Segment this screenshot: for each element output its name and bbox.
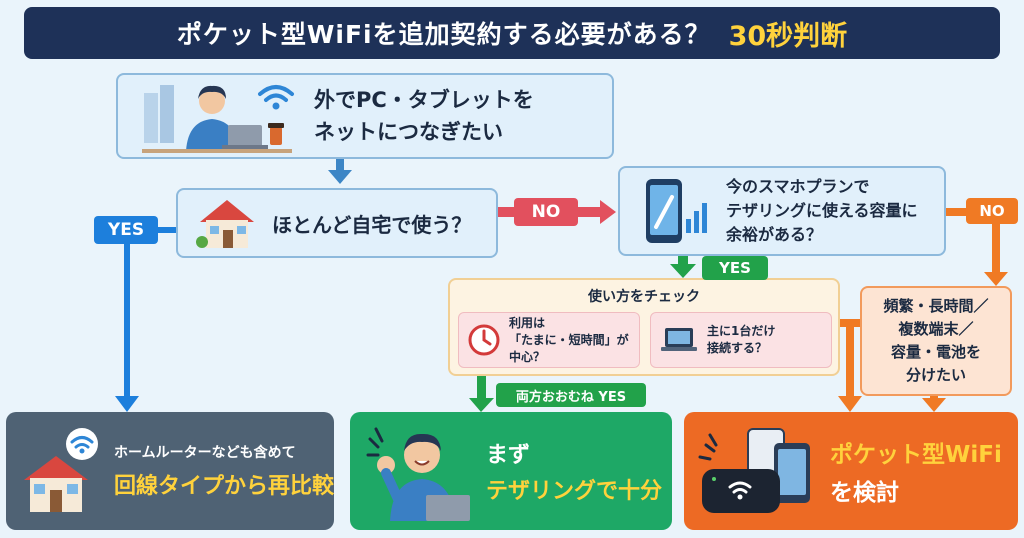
node-usage-check: 使い方をチェック 利用は 「たまに・短時間」が 中心？ 主に1台だけ 接続する？ <box>448 278 840 376</box>
result-router-small: ホームルーターなども含めて <box>114 445 296 461</box>
node-start-line2: ネットにつなぎたい <box>314 120 503 144</box>
node-heavy-line4: 分けたい <box>905 366 966 384</box>
pocket-router-icon <box>698 428 810 513</box>
node-start-text: 外でPC・タブレットを ネットにつなぎたい <box>314 84 534 148</box>
house-wifi-icon <box>24 428 98 512</box>
person-laptop-icon <box>142 85 292 153</box>
smartphone-signal-icon <box>646 179 707 243</box>
arrow-plan-no-to-heavy <box>946 208 1008 286</box>
node-heavy-text: 頻繁・長時間／ 複数端末／ 容量・電池を 分けたい <box>883 295 988 387</box>
check-item-2-text: 主に1台だけ 接続する？ <box>707 323 775 357</box>
check-item-2-line1: 主に1台だけ <box>707 324 776 338</box>
result-tether-line1: まず <box>486 443 531 468</box>
node-start-line1: 外でPC・タブレットを <box>314 88 534 112</box>
result-tethering: まず テザリングで十分 <box>350 412 672 530</box>
check-item-1-line3: 中心？ <box>509 349 546 364</box>
result-pocket-text: ポケット型WiFi を検討 <box>830 435 1002 507</box>
node-start: 外でPC・タブレットを ネットにつなぎたい <box>116 73 614 159</box>
wifi-icon <box>258 85 294 110</box>
result-tether-text: まず テザリングで十分 <box>486 437 662 505</box>
node-plan-question: 今のスマホプランで テザリングに使える容量に 余裕がある？ <box>618 166 946 256</box>
label-both-yes: 両方おおむね YES <box>496 383 646 407</box>
person-cheering-icon <box>366 427 470 521</box>
node-home-question: ほとんど自宅で使う？ <box>176 188 498 258</box>
label-no-plan: NO <box>966 198 1018 224</box>
result-pocket-wifi: ポケット型WiFi を検討 <box>684 412 1018 530</box>
arrow-heavy-to-pocket <box>838 327 946 412</box>
title-accent: 30秒判断 <box>728 20 848 52</box>
arrow-home-yes-to-router <box>115 227 176 412</box>
laptop-icon <box>661 328 697 351</box>
result-pocket-line1: ポケット型WiFi <box>830 442 1002 468</box>
check-item-1-text: 利用は 「たまに・短時間」が 中心？ <box>509 315 629 366</box>
node-heavy-line1: 頻繁・長時間／ <box>883 297 989 315</box>
node-heavy-line3: 容量・電池を <box>890 343 981 361</box>
node-plan-line2: テザリングに使える容量に <box>726 201 918 220</box>
node-plan-line3: 余裕がある？ <box>726 225 823 244</box>
clock-icon <box>468 324 500 356</box>
check-item-short-use: 利用は 「たまに・短時間」が 中心？ <box>458 312 640 368</box>
check-title: 使い方をチェック <box>588 289 700 305</box>
check-item-single-device: 主に1台だけ 接続する？ <box>650 312 832 368</box>
arrow-check-to-heavy <box>840 319 860 327</box>
check-item-1-line1: 利用は <box>509 315 546 330</box>
result-tether-line2: テザリングで十分 <box>486 479 663 504</box>
arrow-plan-yes-to-check <box>670 256 696 278</box>
node-heavy-use: 頻繁・長時間／ 複数端末／ 容量・電池を 分けたい <box>860 286 1012 396</box>
result-router-text: ホームルーターなども含めて 回線タイプから再比較 <box>114 442 334 500</box>
result-pocket-line2: を検討 <box>830 480 899 506</box>
label-yes-home: YES <box>94 216 158 244</box>
arrow-check-yes-to-tether <box>469 376 494 412</box>
result-router: ホームルーターなども含めて 回線タイプから再比較 <box>6 412 334 530</box>
check-item-1-line2: 「たまに・短時間」が <box>509 332 629 347</box>
check-item-2-line2: 接続する？ <box>707 341 768 355</box>
house-icon <box>196 200 254 248</box>
node-plan-line1: 今のスマホプランで <box>726 177 870 196</box>
arrow-start-to-home <box>328 159 352 184</box>
result-router-big: 回線タイプから再比較 <box>114 474 335 499</box>
node-plan-text: 今のスマホプランで テザリングに使える容量に 余裕がある？ <box>726 175 918 247</box>
node-home-text: ほとんど自宅で使う？ <box>272 212 472 237</box>
label-no-home: NO <box>514 198 578 226</box>
title-bar: ポケット型WiFiを追加契約する必要がある？ 30秒判断 <box>24 7 1000 59</box>
node-heavy-line2: 複数端末／ <box>898 320 974 338</box>
page-title: ポケット型WiFiを追加契約する必要がある？ <box>176 20 711 49</box>
label-yes-plan: YES <box>702 256 768 280</box>
